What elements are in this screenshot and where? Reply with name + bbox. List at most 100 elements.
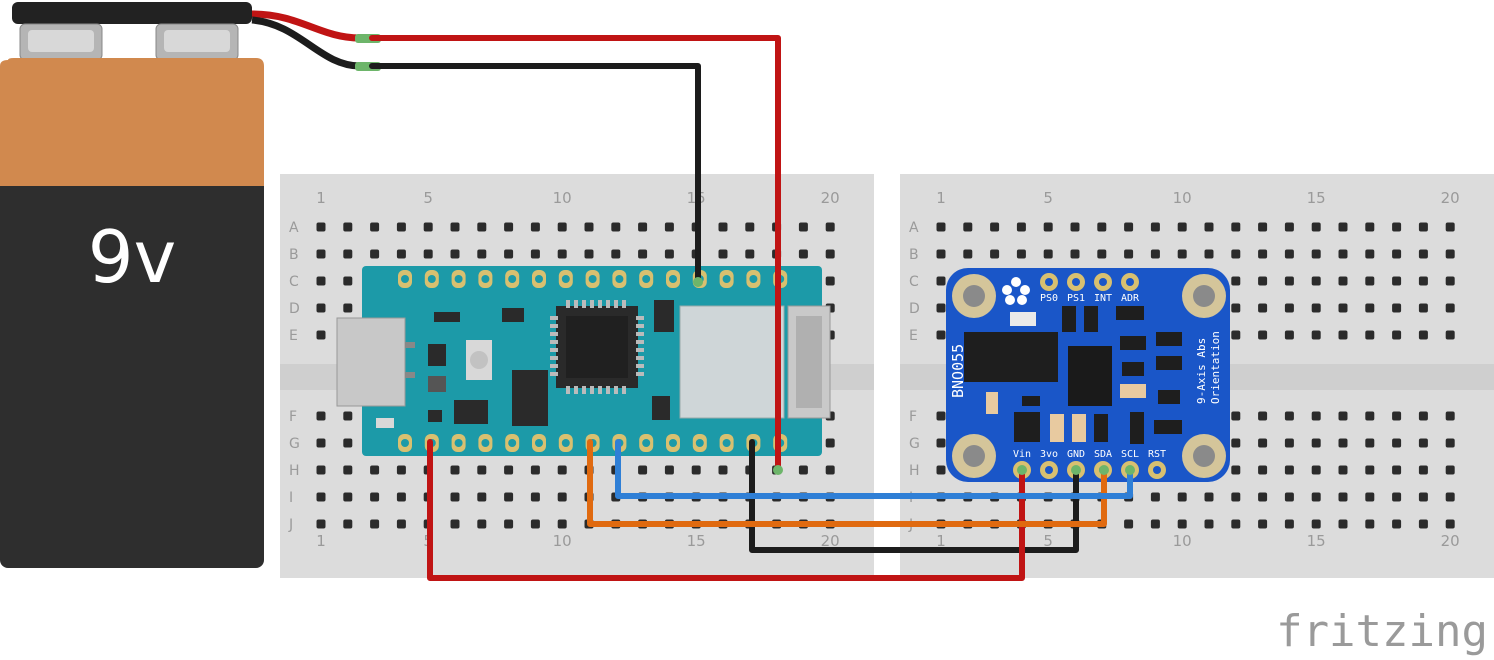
header-pin-hole [508, 275, 517, 283]
breadboard-hole [936, 303, 946, 313]
bno055-top-pin-label: ADR [1121, 293, 1140, 304]
header-pin-hole [535, 439, 543, 447]
breadboard-hole [1150, 519, 1160, 529]
breadboard-hole [316, 303, 326, 313]
bno055-bottom-pin-label: SDA [1094, 449, 1112, 460]
chip-leg [636, 364, 644, 368]
breadboard-hole [1338, 465, 1348, 475]
battery-9v: 9v [0, 2, 264, 568]
breadboard-hole [1284, 492, 1294, 502]
breadboard-hole [638, 465, 648, 475]
breadboard-column-number: 10 [553, 532, 572, 550]
breadboard-hole [1365, 330, 1375, 340]
breadboard-hole [1231, 465, 1241, 475]
mounting-hole-bottom-left [952, 434, 996, 478]
header-pin-hole [749, 275, 758, 283]
header-pin-hole [642, 275, 651, 283]
breadboard-hole [396, 519, 406, 529]
breadboard-column-number: 10 [1173, 189, 1192, 207]
breadboard-hole [1365, 492, 1375, 502]
breadboard-hole [1204, 222, 1214, 232]
breadboard-hole [825, 438, 835, 448]
breadboard-hole [1365, 222, 1375, 232]
breadboard-hole [1418, 330, 1428, 340]
bno055-pin-hole [1153, 466, 1161, 474]
breadboard-hole [1365, 438, 1375, 448]
breadboard-hole [745, 222, 755, 232]
chip-leg [614, 300, 618, 308]
breadboard-hole [825, 222, 835, 232]
breadboard-hole [450, 249, 460, 259]
breadboard-hole [1338, 492, 1348, 502]
breadboard-hole [1177, 222, 1187, 232]
breadboard-hole [316, 222, 326, 232]
breadboard-hole [1365, 249, 1375, 259]
breadboard-hole [936, 249, 946, 259]
breadboard-hole [477, 492, 487, 502]
breadboard-column-number: 5 [423, 189, 433, 207]
breadboard-hole [1231, 519, 1241, 529]
breadboard-hole [1231, 222, 1241, 232]
chip-leg [614, 386, 618, 394]
breadboard-hole [936, 222, 946, 232]
breadboard-hole [557, 465, 567, 475]
breadboard-row-letter: E [289, 328, 298, 344]
bno055-pin-hole [1126, 278, 1134, 286]
mcu-chip-legs [550, 300, 644, 394]
breadboard-hole [1258, 222, 1268, 232]
breadboard-hole [1231, 492, 1241, 502]
breadboard-hole [1177, 492, 1187, 502]
breadboard-hole [718, 465, 728, 475]
breadboard-hole [1231, 249, 1241, 259]
breadboard-hole [1418, 276, 1428, 286]
breadboard-hole [504, 249, 514, 259]
breadboard-hole [638, 222, 648, 232]
breadboard-hole [423, 249, 433, 259]
header-pin-hole [401, 439, 409, 447]
breadboard-hole [638, 249, 648, 259]
breadboard-hole [1338, 222, 1348, 232]
bno055-bottom-pin-label: RST [1148, 449, 1166, 460]
breadboard-hole [1311, 411, 1321, 421]
breadboard-hole [1392, 330, 1402, 340]
chip-leg [582, 386, 586, 394]
wire-battery-positive [369, 35, 781, 473]
breadboard-hole [1445, 276, 1455, 286]
breadboard-hole [450, 519, 460, 529]
breadboard-hole [477, 249, 487, 259]
breadboard-hole [664, 222, 674, 232]
header-pin-hole [669, 275, 677, 283]
breadboard-hole [1418, 303, 1428, 313]
header-pin-hole [427, 275, 436, 283]
breadboard-hole [1392, 222, 1402, 232]
breadboard-hole [1338, 303, 1348, 313]
breadboard-hole [1311, 249, 1321, 259]
breadboard-hole [1284, 303, 1294, 313]
bno055-subtitle-line1: 9-Axis Abs [1195, 338, 1208, 404]
chip-leg [636, 316, 644, 320]
breadboard-hole [1204, 492, 1214, 502]
header-pin-hole [454, 439, 463, 447]
breadboard-hole [1258, 330, 1268, 340]
breadboard-hole [584, 222, 594, 232]
breadboard-hole [557, 519, 567, 529]
breadboard-hole [1284, 222, 1294, 232]
breadboard-hole [1311, 492, 1321, 502]
breadboard-hole [1311, 303, 1321, 313]
breadboard-hole [1284, 465, 1294, 475]
breadboard-hole [370, 222, 380, 232]
breadboard-hole [1258, 303, 1268, 313]
header-pin-hole [481, 275, 490, 283]
breadboard-hole [745, 249, 755, 259]
breadboard-row-letter: D [909, 301, 920, 317]
breadboard-column-number: 5 [1043, 189, 1053, 207]
breadboard-hole [1124, 222, 1134, 232]
header-pin-hole [722, 275, 731, 283]
chip-leg [566, 300, 570, 308]
breadboard-row-letter: B [909, 247, 919, 263]
chip-leg [550, 340, 558, 344]
breadboard-column-number: 15 [687, 532, 706, 550]
breadboard-hole [1124, 249, 1134, 259]
